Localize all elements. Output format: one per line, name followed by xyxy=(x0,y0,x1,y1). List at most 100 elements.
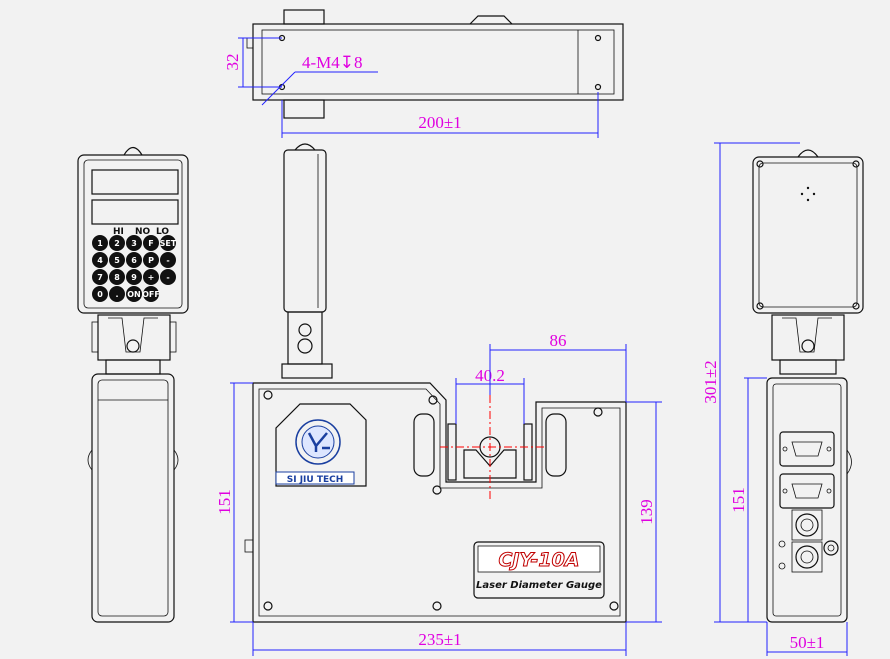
mount-side xyxy=(91,321,99,353)
keypad-key[interactable] xyxy=(143,252,159,268)
nameplate-model-band xyxy=(477,545,601,573)
hole-note: 4-M4↧8 xyxy=(302,53,363,72)
top-view-handle-stub xyxy=(283,9,325,25)
keypad-key[interactable] xyxy=(92,252,108,268)
logo-text: SI JIU TECH xyxy=(287,475,344,485)
nameplate: CJY-10A Laser Diameter Gauge xyxy=(473,541,605,599)
tower-pivot xyxy=(298,323,312,337)
tower-knob xyxy=(297,338,313,354)
round-connector-upper xyxy=(791,509,823,541)
keypad-key[interactable] xyxy=(126,269,142,285)
handheld-back-inner xyxy=(758,162,858,308)
side-port xyxy=(244,539,254,553)
keypad-key[interactable] xyxy=(126,235,142,251)
laser-window-right xyxy=(545,413,567,477)
side-knob xyxy=(173,449,179,471)
v-block xyxy=(463,449,517,479)
sensor-side-inner xyxy=(97,379,169,617)
indicator-labels: HI NO LO xyxy=(113,227,169,237)
mount-clamp xyxy=(782,317,832,353)
top-view-body xyxy=(252,23,624,101)
keypad-key[interactable] xyxy=(143,269,159,285)
top-view-bracket xyxy=(469,15,513,25)
model-subtitle: Laser Diameter Gauge xyxy=(476,580,602,591)
top-view-bottom-stub xyxy=(283,99,325,119)
panel-screw xyxy=(778,540,786,548)
handheld-back xyxy=(752,156,864,314)
keypad-key[interactable] xyxy=(143,286,159,302)
keypad-key-label: + xyxy=(148,273,155,282)
db9-connector-upper xyxy=(779,431,835,467)
indicator-label: LO xyxy=(156,227,169,237)
keypad-key[interactable] xyxy=(143,235,159,251)
indicator-label: NO xyxy=(135,227,151,237)
keypad-key-label: F xyxy=(148,239,153,248)
keypad-key-label: - xyxy=(166,256,169,265)
dim-body-height-right: 139 xyxy=(637,499,656,525)
round-connector-lower xyxy=(791,541,823,573)
leader-line xyxy=(261,71,296,106)
top-view-inner-outline xyxy=(261,29,615,95)
side-knob xyxy=(87,449,93,471)
status-lamp xyxy=(123,146,143,156)
keypad-key[interactable] xyxy=(109,252,125,268)
keypad-key-label: 7 xyxy=(97,273,103,282)
handheld-bezel xyxy=(83,159,183,309)
nameplate-frame xyxy=(473,541,605,599)
mount-base xyxy=(105,359,161,375)
speaker-grille-icon xyxy=(800,186,816,202)
keypad-key-label: 4 xyxy=(97,256,103,265)
mount-base xyxy=(779,359,837,375)
back-screw xyxy=(756,302,764,310)
keypad-key[interactable] xyxy=(160,235,176,251)
keypad-key[interactable] xyxy=(126,286,142,302)
keypad-key[interactable] xyxy=(109,286,125,302)
mount-bracket xyxy=(771,314,845,361)
power-jack xyxy=(823,540,839,556)
keypad-key[interactable] xyxy=(109,235,125,251)
keypad-key-label: . xyxy=(115,290,118,299)
keypad-key-label: 3 xyxy=(131,239,137,248)
dim-body-width: 235±1 xyxy=(418,630,461,649)
mount-side xyxy=(169,321,177,353)
gauge-body xyxy=(252,382,627,623)
panel-screw xyxy=(778,562,786,570)
corner-screw xyxy=(432,485,442,495)
keypad-key-label: SET xyxy=(160,239,177,248)
corner-screw xyxy=(263,390,273,400)
display-window-lower xyxy=(91,199,179,225)
keypad-key[interactable] xyxy=(92,235,108,251)
status-lamp xyxy=(797,149,819,158)
top-view-side-boss xyxy=(246,37,254,49)
dim-side-width: 50±1 xyxy=(790,633,825,652)
keypad-key[interactable] xyxy=(160,269,176,285)
keypad-key-label: 6 xyxy=(131,256,137,265)
model-name: CJY-10A xyxy=(498,549,579,571)
dim-total-height: 301±2 xyxy=(701,360,720,403)
tower-bracket xyxy=(287,311,323,365)
keypad-key-label: 2 xyxy=(114,239,120,248)
keypad-key[interactable] xyxy=(92,269,108,285)
mount-clamp xyxy=(108,317,158,353)
handheld-body xyxy=(77,154,189,314)
keypad-key[interactable] xyxy=(160,252,176,268)
keypad-key[interactable] xyxy=(92,286,108,302)
power-jack-pin xyxy=(827,544,835,552)
pivot-knob xyxy=(126,339,140,353)
keypad-key[interactable] xyxy=(126,252,142,268)
keypad-key-label: 5 xyxy=(114,256,120,265)
connector-side-body xyxy=(766,377,848,623)
sensor-side-body xyxy=(91,373,175,623)
mount-hole xyxy=(594,34,602,42)
logo-ring-icon xyxy=(295,419,341,465)
keypad-key[interactable] xyxy=(109,269,125,285)
display-window-upper xyxy=(91,169,179,195)
right-view: 301±2 151 50±1 xyxy=(701,142,864,656)
back-screw xyxy=(852,302,860,310)
connector-side-inner xyxy=(772,383,842,617)
pivot-knob xyxy=(801,339,815,353)
corner-screw xyxy=(263,601,273,611)
company-logo: SI JIU TECH xyxy=(275,403,367,487)
tower-lamp xyxy=(294,143,316,151)
